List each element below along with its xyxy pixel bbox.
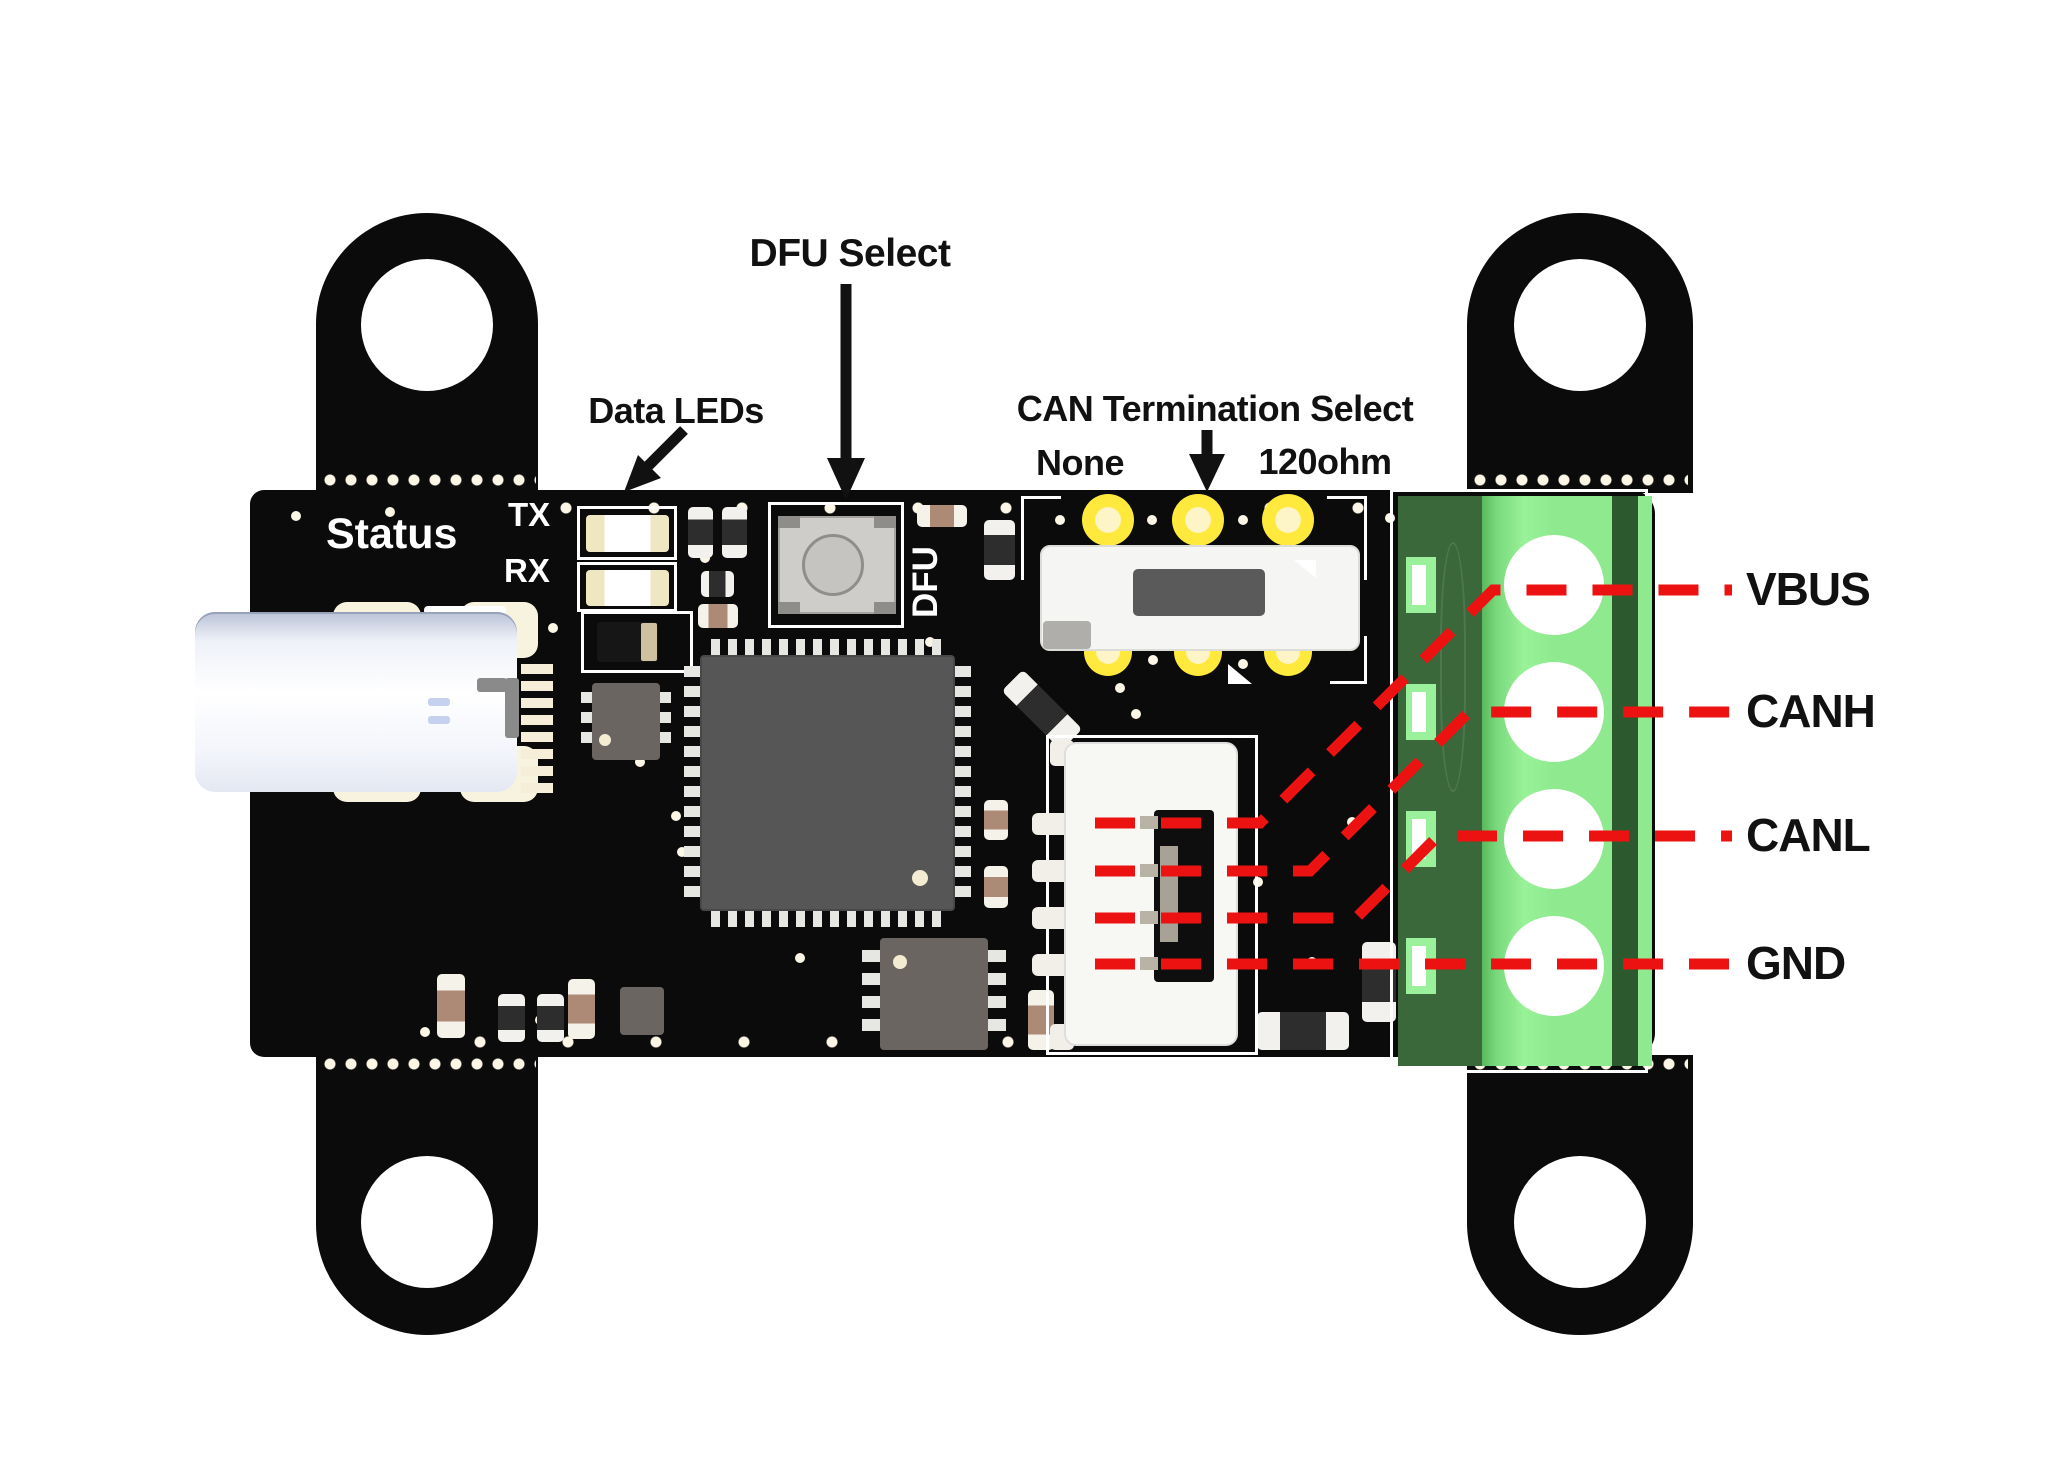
dfu-button-outline: [768, 502, 904, 628]
resistor: [437, 974, 465, 1038]
usb-connector-contact: [505, 678, 519, 738]
regulator-pins-right: [660, 692, 671, 752]
capacitor: [688, 507, 713, 558]
capacitor: [537, 994, 564, 1042]
capacitor: [984, 520, 1015, 580]
rx-label: RX: [504, 552, 550, 589]
dfu-button-leg: [778, 516, 800, 528]
switch-pad: [1262, 494, 1314, 546]
usb-c-connector: [195, 612, 517, 792]
resistor: [917, 505, 967, 527]
mounting-hole-top-left: [361, 259, 493, 391]
resistor: [568, 979, 595, 1039]
status-label: Status: [326, 510, 458, 558]
mcu-pins-left: [684, 666, 701, 900]
switch-outline-corner: [1330, 636, 1367, 684]
capacitor: [701, 571, 734, 597]
terminal-block-edge: [1638, 496, 1652, 1066]
transceiver-pin1-dot: [893, 955, 907, 969]
switch-pad: [1082, 494, 1134, 546]
mcu-pins-bottom: [711, 910, 944, 927]
terminal-wire-slot-opening: [1412, 946, 1426, 986]
pin-label-vbus: VBUS: [1746, 563, 1871, 615]
diode-stripe: [641, 623, 657, 661]
jst-pin: [1140, 957, 1158, 970]
tx-label: TX: [508, 496, 551, 533]
leader-line-vbus: [1095, 584, 1732, 829]
pin-label-gnd: GND: [1746, 937, 1846, 989]
terminal-block-molding: [1440, 542, 1466, 792]
termination-switch-step: [1043, 621, 1091, 649]
via-row-bottom-left: [320, 1058, 536, 1072]
data-leds-arrow-icon: [624, 426, 688, 492]
silkscreen-triangle: [1294, 560, 1316, 578]
resistor: [984, 866, 1008, 908]
rx-led: [586, 570, 669, 606]
dfu-select-arrow-icon: [827, 284, 865, 500]
resistor: [1028, 990, 1054, 1050]
regulator-chip: [592, 683, 660, 760]
callout-can-termination: CAN Termination Select: [1016, 388, 1414, 429]
usb-pin-pads: [521, 664, 553, 797]
small-chip: [620, 987, 664, 1035]
usb-connector-mark: [428, 716, 450, 724]
rx-led-outline: [577, 562, 677, 612]
callout-termination-120ohm: 120ohm: [1258, 441, 1392, 482]
leader-line-canh: [1095, 706, 1732, 877]
tx-led: [586, 515, 669, 552]
jst-pin: [1140, 911, 1158, 924]
callout-termination-none: None: [1036, 442, 1125, 483]
pin-label-canl: CANL: [1746, 809, 1871, 861]
jst-pin: [1140, 864, 1158, 877]
mounting-hole-top-right: [1514, 259, 1646, 391]
switch-outline-corner: [1327, 496, 1367, 580]
switch-outline-corner: [1021, 496, 1061, 580]
tx-led-outline: [577, 506, 677, 560]
mounting-hole-bottom-right: [1514, 1156, 1646, 1288]
resistor: [698, 604, 738, 628]
dfu-button-leg: [778, 602, 800, 614]
transceiver-pins-left: [862, 950, 881, 1040]
jst-pin: [1140, 816, 1158, 829]
terminal-wire-slot-opening: [1412, 692, 1426, 732]
mcu-chip: [700, 655, 955, 911]
dfu-button-plunger: [802, 534, 864, 596]
jst-outline: [1046, 735, 1258, 1055]
transceiver-pins-right: [987, 950, 1006, 1040]
capacitor: [722, 507, 747, 558]
capacitor: [498, 994, 525, 1042]
mcu-pins-right: [954, 666, 971, 900]
termination-switch-slider: [1133, 569, 1265, 616]
callout-dfu-select: DFU Select: [749, 232, 951, 275]
regulator-pin1-dot: [599, 734, 611, 746]
callout-data-leds: Data LEDs: [588, 390, 764, 431]
capacitor: [1257, 1012, 1349, 1050]
silkscreen-line: [424, 606, 506, 615]
usb-connector-contact: [477, 678, 507, 692]
dfu-button-leg: [874, 516, 896, 528]
terminal-wire-slot-opening: [1412, 565, 1426, 605]
silkscreen-triangle: [1228, 664, 1252, 684]
can-termination-arrow-icon: [1189, 430, 1225, 492]
leader-line-canl: [1095, 830, 1732, 924]
mcu-pin1-dot: [912, 870, 928, 886]
via-row-top-right: [1470, 474, 1688, 488]
via-row-top-left: [320, 474, 536, 488]
switch-pad: [1172, 494, 1224, 546]
pin-label-canh: CANH: [1746, 685, 1876, 737]
regulator-pins-left: [581, 692, 592, 752]
mcu-pins-top: [711, 639, 944, 656]
mounting-hole-bottom-left: [361, 1156, 493, 1288]
resistor: [984, 800, 1008, 840]
usb-connector-mark: [428, 698, 450, 706]
dfu-button-leg: [874, 602, 896, 614]
diode-outline: [581, 611, 693, 673]
